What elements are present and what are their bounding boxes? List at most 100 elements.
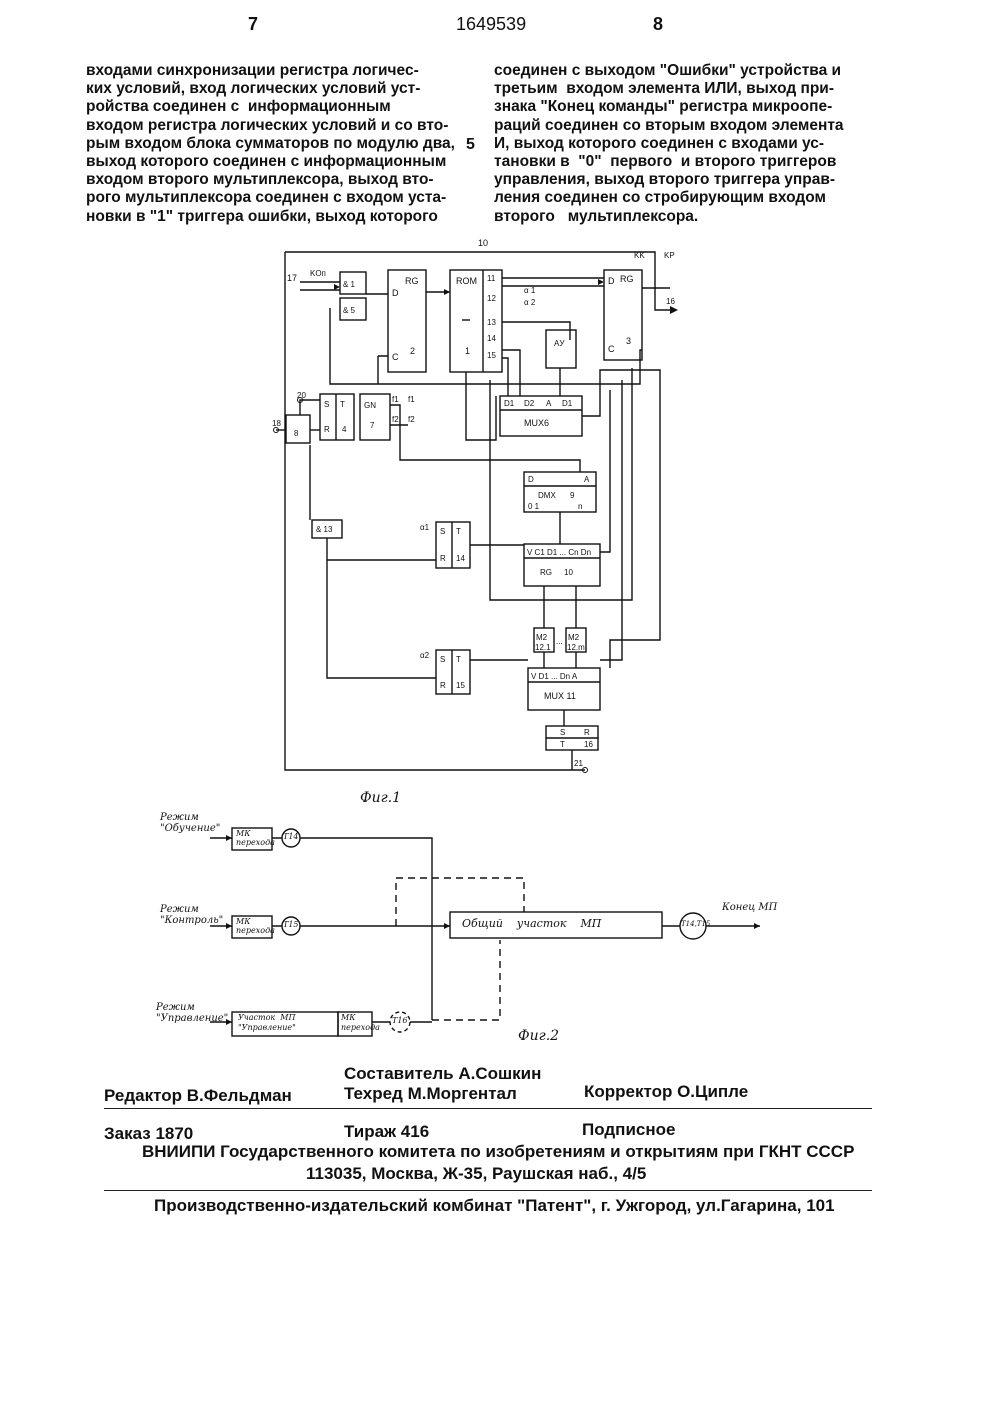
label-m2-1n: 12.1 bbox=[535, 643, 551, 652]
corrector: Корректор О.Ципле bbox=[584, 1082, 748, 1102]
label-m2-nn: 12.m bbox=[567, 643, 585, 652]
label-or8: 8 bbox=[294, 429, 299, 438]
address: 113035, Москва, Ж-35, Раушская наб., 4/5 bbox=[306, 1164, 646, 1184]
label-g2: f2 bbox=[408, 415, 415, 424]
label-out-11: 11 bbox=[487, 274, 496, 283]
mk-label-3: МК перехода bbox=[341, 1013, 380, 1033]
label-alpha2: α 2 bbox=[524, 298, 536, 307]
label-t14-t: T bbox=[456, 527, 461, 536]
mk-label-2: МК перехода bbox=[236, 917, 275, 935]
label-dmx-d: D bbox=[528, 475, 534, 484]
label-out-14: 14 bbox=[487, 334, 496, 343]
label-t16-r: R bbox=[584, 728, 590, 737]
label-t15-in: α2 bbox=[420, 651, 430, 660]
label-g1: f1 bbox=[408, 395, 415, 404]
label-t15-n: 15 bbox=[456, 681, 465, 690]
label-17: 17 bbox=[287, 273, 297, 283]
label-rg2-c: C bbox=[392, 352, 399, 362]
label-t4-t: T bbox=[340, 400, 345, 409]
section-label: Участок МП "Управление" bbox=[238, 1013, 296, 1033]
label-t4-s: S bbox=[324, 400, 329, 409]
label-out-12: 12 bbox=[487, 294, 496, 303]
label-dmx-n: 9 bbox=[570, 491, 575, 500]
label-t16-n: 16 bbox=[584, 740, 593, 749]
divider bbox=[104, 1108, 872, 1109]
figure-2-caption: Фиг.2 bbox=[518, 1028, 559, 1044]
t15-label: T15 bbox=[283, 920, 299, 929]
t16-label: T16 bbox=[392, 1016, 408, 1025]
mode-management-label: Режим "Управление" bbox=[156, 1002, 228, 1024]
label-rg10: RG bbox=[540, 568, 552, 577]
label-mux6-d2: D2 bbox=[524, 399, 535, 408]
organization: ВНИИПИ Государственного комитета по изоб… bbox=[142, 1142, 854, 1162]
label-10: 10 bbox=[478, 238, 488, 248]
editor: Редактор В.Фельдман bbox=[104, 1086, 292, 1106]
au-block bbox=[546, 330, 576, 368]
divider bbox=[104, 1190, 872, 1191]
label-f2: f2 bbox=[392, 415, 399, 424]
label-t14-s: S bbox=[440, 527, 445, 536]
mk-label-1: МК перехода bbox=[236, 829, 275, 847]
label-kp: KP bbox=[664, 251, 675, 260]
label-rg3-d: D bbox=[608, 276, 615, 286]
label-t4-r: R bbox=[324, 425, 330, 434]
label-rg3: RG bbox=[620, 274, 634, 284]
subscription: Подписное bbox=[582, 1120, 675, 1140]
label-m2-n: M2 bbox=[568, 633, 580, 642]
label-alpha1: α 1 bbox=[524, 286, 536, 295]
label-rg2: RG bbox=[405, 276, 419, 286]
label-and1: & 1 bbox=[343, 280, 356, 289]
label-rom-n: 1 bbox=[465, 346, 470, 356]
label-rg10-in: V C1 D1 ... Cn Dn bbox=[527, 548, 591, 557]
label-mux6: MUX6 bbox=[524, 418, 549, 428]
label-t16-s: S bbox=[560, 728, 565, 737]
label-f1: f1 bbox=[392, 395, 399, 404]
label-t15-s: S bbox=[440, 655, 445, 664]
dashed-wire bbox=[432, 940, 500, 1020]
label-out-13: 13 bbox=[487, 318, 496, 327]
label-18: 18 bbox=[272, 419, 281, 428]
label-mux6-d1: D1 bbox=[504, 399, 515, 408]
label-m2-1: M2 bbox=[536, 633, 548, 642]
circulation: Тираж 416 bbox=[344, 1122, 429, 1142]
label-gn-n: 7 bbox=[370, 421, 375, 430]
label-t14-in: α1 bbox=[420, 523, 430, 532]
label-t14-r: R bbox=[440, 554, 446, 563]
label-dmx: DMX bbox=[538, 491, 556, 500]
label-t4-n: 4 bbox=[342, 425, 347, 434]
label-rg2-n: 2 bbox=[410, 346, 415, 356]
t14-label: T14 bbox=[283, 832, 299, 841]
label-t16-t: T bbox=[560, 740, 565, 749]
printer: Производственно-издательский комбинат "П… bbox=[154, 1196, 835, 1216]
label-rg3-n: 3 bbox=[626, 336, 631, 346]
label-ko: KOп bbox=[310, 269, 326, 278]
label-t14-n: 14 bbox=[456, 554, 465, 563]
label-mux6-d1b: D1 bbox=[562, 399, 573, 408]
label-dmx-nout: n bbox=[578, 502, 582, 511]
label-rom: ROM bbox=[456, 276, 477, 286]
end-label: Конец МП bbox=[722, 902, 777, 913]
label-au: AУ bbox=[554, 339, 565, 348]
label-rg2-d: D bbox=[392, 288, 399, 298]
techred: Техред М.Моргентал bbox=[344, 1084, 517, 1104]
label-gn: GN bbox=[364, 401, 376, 410]
common-section-label: Общий участок МП bbox=[462, 917, 601, 930]
label-rg3-c: C bbox=[608, 344, 615, 354]
mode-training-label: Режим "Обучение" bbox=[160, 812, 220, 834]
label-mux11-in: V D1 ... Dn A bbox=[531, 672, 578, 681]
order: Заказ 1870 bbox=[104, 1124, 193, 1144]
label-and5: & 5 bbox=[343, 306, 356, 315]
label-kk: KK bbox=[634, 251, 645, 260]
label-rg10-n: 10 bbox=[564, 568, 573, 577]
label-and13: & 13 bbox=[316, 525, 333, 534]
label-dmx-a: A bbox=[584, 475, 590, 484]
label-dmx-o: 0 1 bbox=[528, 502, 540, 511]
label-mux6-a: A bbox=[546, 399, 552, 408]
figure-1-caption: Фиг.1 bbox=[360, 790, 401, 806]
mode-control-label: Режим "Контроль" bbox=[160, 904, 223, 926]
label-t15-r: R bbox=[440, 681, 446, 690]
label-21: 21 bbox=[574, 759, 583, 768]
label-20: 20 bbox=[297, 391, 306, 400]
label-mux11: MUX 11 bbox=[544, 691, 576, 701]
end-node-label: T14,T15 bbox=[681, 920, 710, 928]
